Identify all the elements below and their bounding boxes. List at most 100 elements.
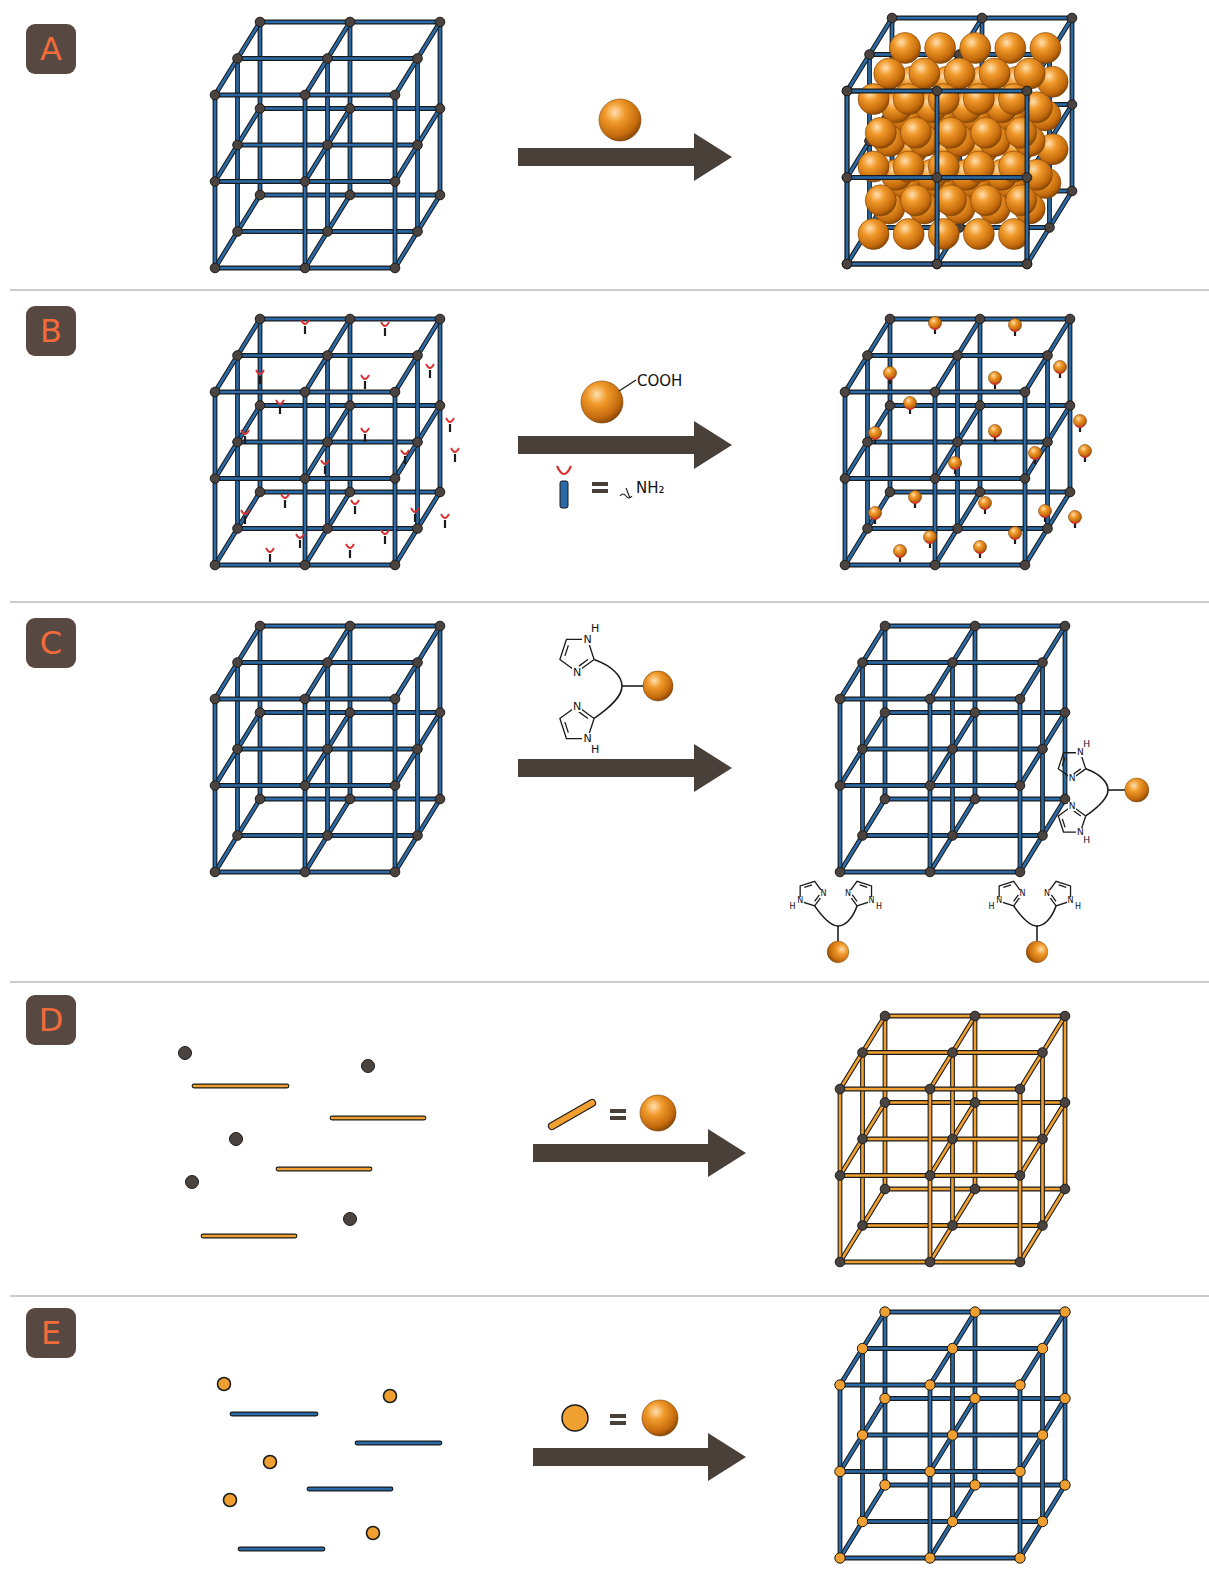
rod bbox=[892, 17, 982, 20]
rod-outline bbox=[418, 406, 441, 443]
rod bbox=[395, 232, 418, 269]
rod-outline bbox=[303, 182, 308, 269]
rod-outline bbox=[868, 492, 891, 529]
rod bbox=[1019, 1176, 1022, 1263]
rod-outline bbox=[1043, 1189, 1066, 1226]
rod bbox=[328, 748, 418, 751]
rod-outline bbox=[863, 1050, 953, 1055]
rod bbox=[958, 354, 1048, 357]
rod-outline bbox=[328, 353, 418, 358]
amide-bond bbox=[931, 327, 939, 329]
sphere bbox=[900, 117, 931, 148]
rod bbox=[937, 263, 1027, 266]
lattice-node bbox=[323, 744, 333, 754]
lattice-node bbox=[857, 1430, 867, 1440]
lattice-node bbox=[435, 190, 445, 200]
rod bbox=[328, 799, 351, 836]
rod bbox=[215, 663, 238, 700]
lattice-node bbox=[930, 387, 940, 397]
rod bbox=[951, 1349, 954, 1436]
rod bbox=[930, 1557, 1020, 1560]
rod-outline bbox=[1063, 713, 1068, 800]
rod bbox=[935, 564, 1025, 567]
rod bbox=[840, 871, 930, 874]
rod bbox=[866, 356, 869, 443]
rod bbox=[845, 442, 868, 479]
rod bbox=[238, 834, 328, 837]
rod bbox=[215, 391, 305, 394]
rod bbox=[935, 391, 1025, 394]
rod bbox=[214, 479, 217, 566]
rod bbox=[326, 663, 329, 750]
rod bbox=[863, 1434, 953, 1437]
rod-outline bbox=[958, 406, 981, 443]
rod bbox=[861, 1435, 864, 1522]
lattice-node bbox=[1022, 259, 1032, 269]
rod bbox=[840, 1470, 930, 1473]
lattice-node bbox=[835, 1084, 845, 1094]
rod-outline bbox=[305, 529, 328, 566]
rod-outline bbox=[863, 1016, 886, 1053]
rod bbox=[866, 442, 869, 529]
rod-outline bbox=[418, 195, 441, 232]
rod bbox=[236, 59, 239, 146]
rod bbox=[240, 1548, 323, 1551]
rod-outline bbox=[843, 479, 848, 566]
rod bbox=[394, 479, 397, 566]
rod bbox=[552, 1103, 592, 1126]
rod bbox=[839, 786, 842, 873]
rod bbox=[309, 1488, 391, 1491]
rod-outline bbox=[955, 442, 960, 529]
rod-outline bbox=[415, 59, 420, 146]
rod-outline bbox=[418, 492, 441, 529]
rod bbox=[930, 1470, 1020, 1473]
rod-outline bbox=[975, 1014, 1065, 1019]
rod bbox=[328, 109, 351, 146]
rod bbox=[845, 564, 935, 567]
lattice-node bbox=[300, 867, 310, 877]
rod bbox=[863, 1138, 953, 1141]
rod bbox=[418, 109, 441, 146]
atom-label: N bbox=[572, 701, 582, 712]
amine-group bbox=[241, 510, 249, 514]
rod-outline bbox=[305, 476, 395, 481]
atom-label: H bbox=[1074, 903, 1082, 911]
rod bbox=[328, 319, 351, 356]
lattice-node bbox=[857, 1343, 867, 1353]
rod-outline bbox=[950, 1139, 955, 1226]
rod-outline bbox=[868, 440, 958, 445]
rod-outline bbox=[838, 1089, 843, 1176]
rod-outline bbox=[552, 1103, 592, 1126]
rod bbox=[305, 529, 328, 566]
amide-bond bbox=[926, 541, 934, 543]
rod-outline bbox=[238, 626, 261, 663]
rod-outline bbox=[840, 1087, 930, 1092]
rod bbox=[845, 391, 935, 394]
lattice-node bbox=[1060, 1480, 1070, 1490]
lattice-node bbox=[948, 1221, 958, 1231]
rod bbox=[1043, 1103, 1066, 1140]
rod-outline bbox=[863, 713, 886, 750]
rod bbox=[1043, 1485, 1066, 1522]
rod-outline bbox=[865, 356, 870, 443]
rod-outline bbox=[305, 442, 328, 479]
rod-outline bbox=[325, 59, 330, 146]
rod bbox=[326, 145, 329, 232]
amide-bond bbox=[1011, 537, 1019, 539]
atom-label: N bbox=[1043, 890, 1051, 898]
lattice-node bbox=[1060, 621, 1070, 631]
lattice-node bbox=[842, 86, 852, 96]
rod bbox=[350, 21, 440, 24]
rod bbox=[930, 1139, 953, 1176]
rod bbox=[863, 1399, 886, 1436]
rod-outline bbox=[953, 626, 976, 663]
lattice-node bbox=[1067, 13, 1077, 23]
rod-outline bbox=[840, 1435, 863, 1472]
linker bbox=[815, 906, 857, 926]
lattice-node bbox=[210, 263, 220, 273]
rod bbox=[1064, 1016, 1067, 1103]
rod-outline bbox=[935, 178, 940, 265]
rod bbox=[215, 145, 238, 182]
rod-outline bbox=[1043, 713, 1066, 750]
lattice-node bbox=[210, 177, 220, 187]
